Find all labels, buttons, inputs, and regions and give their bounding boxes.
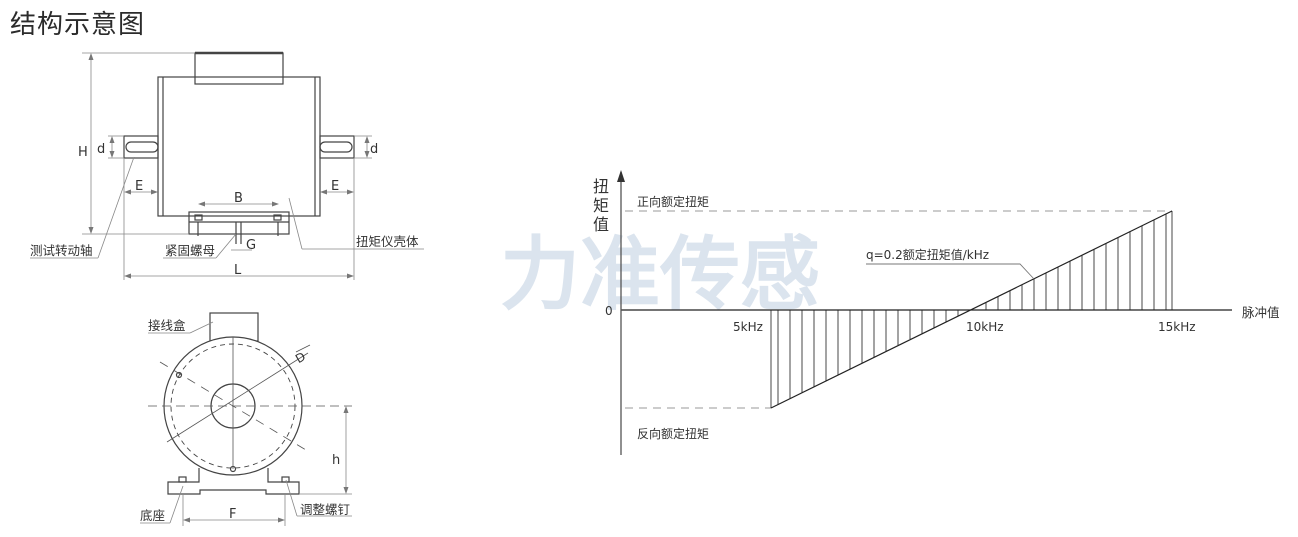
hatch-positive bbox=[985, 211, 1173, 310]
x-tick-5khz: 5kHz bbox=[733, 320, 763, 334]
shaft-left bbox=[123, 135, 159, 159]
front-view-labels: H d d E E B G L 测试转动轴 紧固螺母 扭矩仪壳体 bbox=[30, 142, 419, 278]
page-title: 结构示意图 bbox=[10, 10, 146, 40]
side-view-labels: 接线盒 D h F 底座 调整螺钉 bbox=[140, 318, 351, 523]
y-zero-label: 0 bbox=[605, 304, 613, 318]
dim-E-left: E bbox=[135, 179, 143, 194]
dim-h: h bbox=[332, 453, 340, 468]
callout-base: 底座 bbox=[140, 508, 165, 523]
dim-E-right: E bbox=[331, 179, 339, 194]
y-axis-label-3: 值 bbox=[593, 215, 609, 234]
hatch-negative bbox=[770, 310, 959, 408]
side-view-dimensions bbox=[140, 321, 352, 526]
watermark: 力准传感 bbox=[500, 228, 820, 321]
slope-annotation: q=0.2额定扭矩值/kHz bbox=[866, 247, 989, 262]
dim-d-right: d bbox=[370, 142, 378, 157]
callout-adjust-screw: 调整螺钉 bbox=[300, 502, 351, 517]
torque-chart: 扭 矩 值 0 正向额定扭矩 反向额定扭矩 5kHz 10kHz 15kHz 脉… bbox=[593, 170, 1280, 455]
shaft-right bbox=[319, 135, 355, 159]
negative-rated-label: 反向额定扭矩 bbox=[637, 426, 709, 441]
dim-G: G bbox=[246, 238, 256, 253]
dim-B: B bbox=[234, 191, 243, 206]
front-view bbox=[123, 51, 355, 244]
junction-box-top bbox=[194, 52, 284, 85]
x-tick-15khz: 15kHz bbox=[1158, 320, 1196, 334]
callout-housing: 扭矩仪壳体 bbox=[356, 234, 419, 249]
base-plate bbox=[188, 211, 290, 235]
x-axis-label: 脉冲值 bbox=[1242, 305, 1280, 320]
dim-H: H bbox=[78, 145, 88, 160]
callout-nut: 紧固螺母 bbox=[165, 243, 215, 258]
annotation-leader bbox=[866, 263, 1035, 280]
callout-junction-box: 接线盒 bbox=[148, 318, 186, 333]
watermark-text: 力准传感 bbox=[500, 228, 820, 321]
side-base bbox=[167, 468, 300, 495]
front-view-dimensions bbox=[30, 52, 424, 280]
dim-d-left: d bbox=[97, 142, 105, 157]
dim-L: L bbox=[234, 263, 242, 278]
x-tick-10khz: 10kHz bbox=[966, 320, 1004, 334]
callout-shaft: 测试转动轴 bbox=[30, 243, 93, 258]
positive-rated-label: 正向额定扭矩 bbox=[637, 194, 709, 209]
dim-D: D bbox=[293, 349, 308, 366]
y-axis-label-2: 矩 bbox=[593, 196, 609, 215]
y-axis-label-1: 扭 bbox=[593, 177, 609, 196]
dim-F: F bbox=[229, 507, 236, 522]
side-view-construction bbox=[148, 337, 352, 469]
